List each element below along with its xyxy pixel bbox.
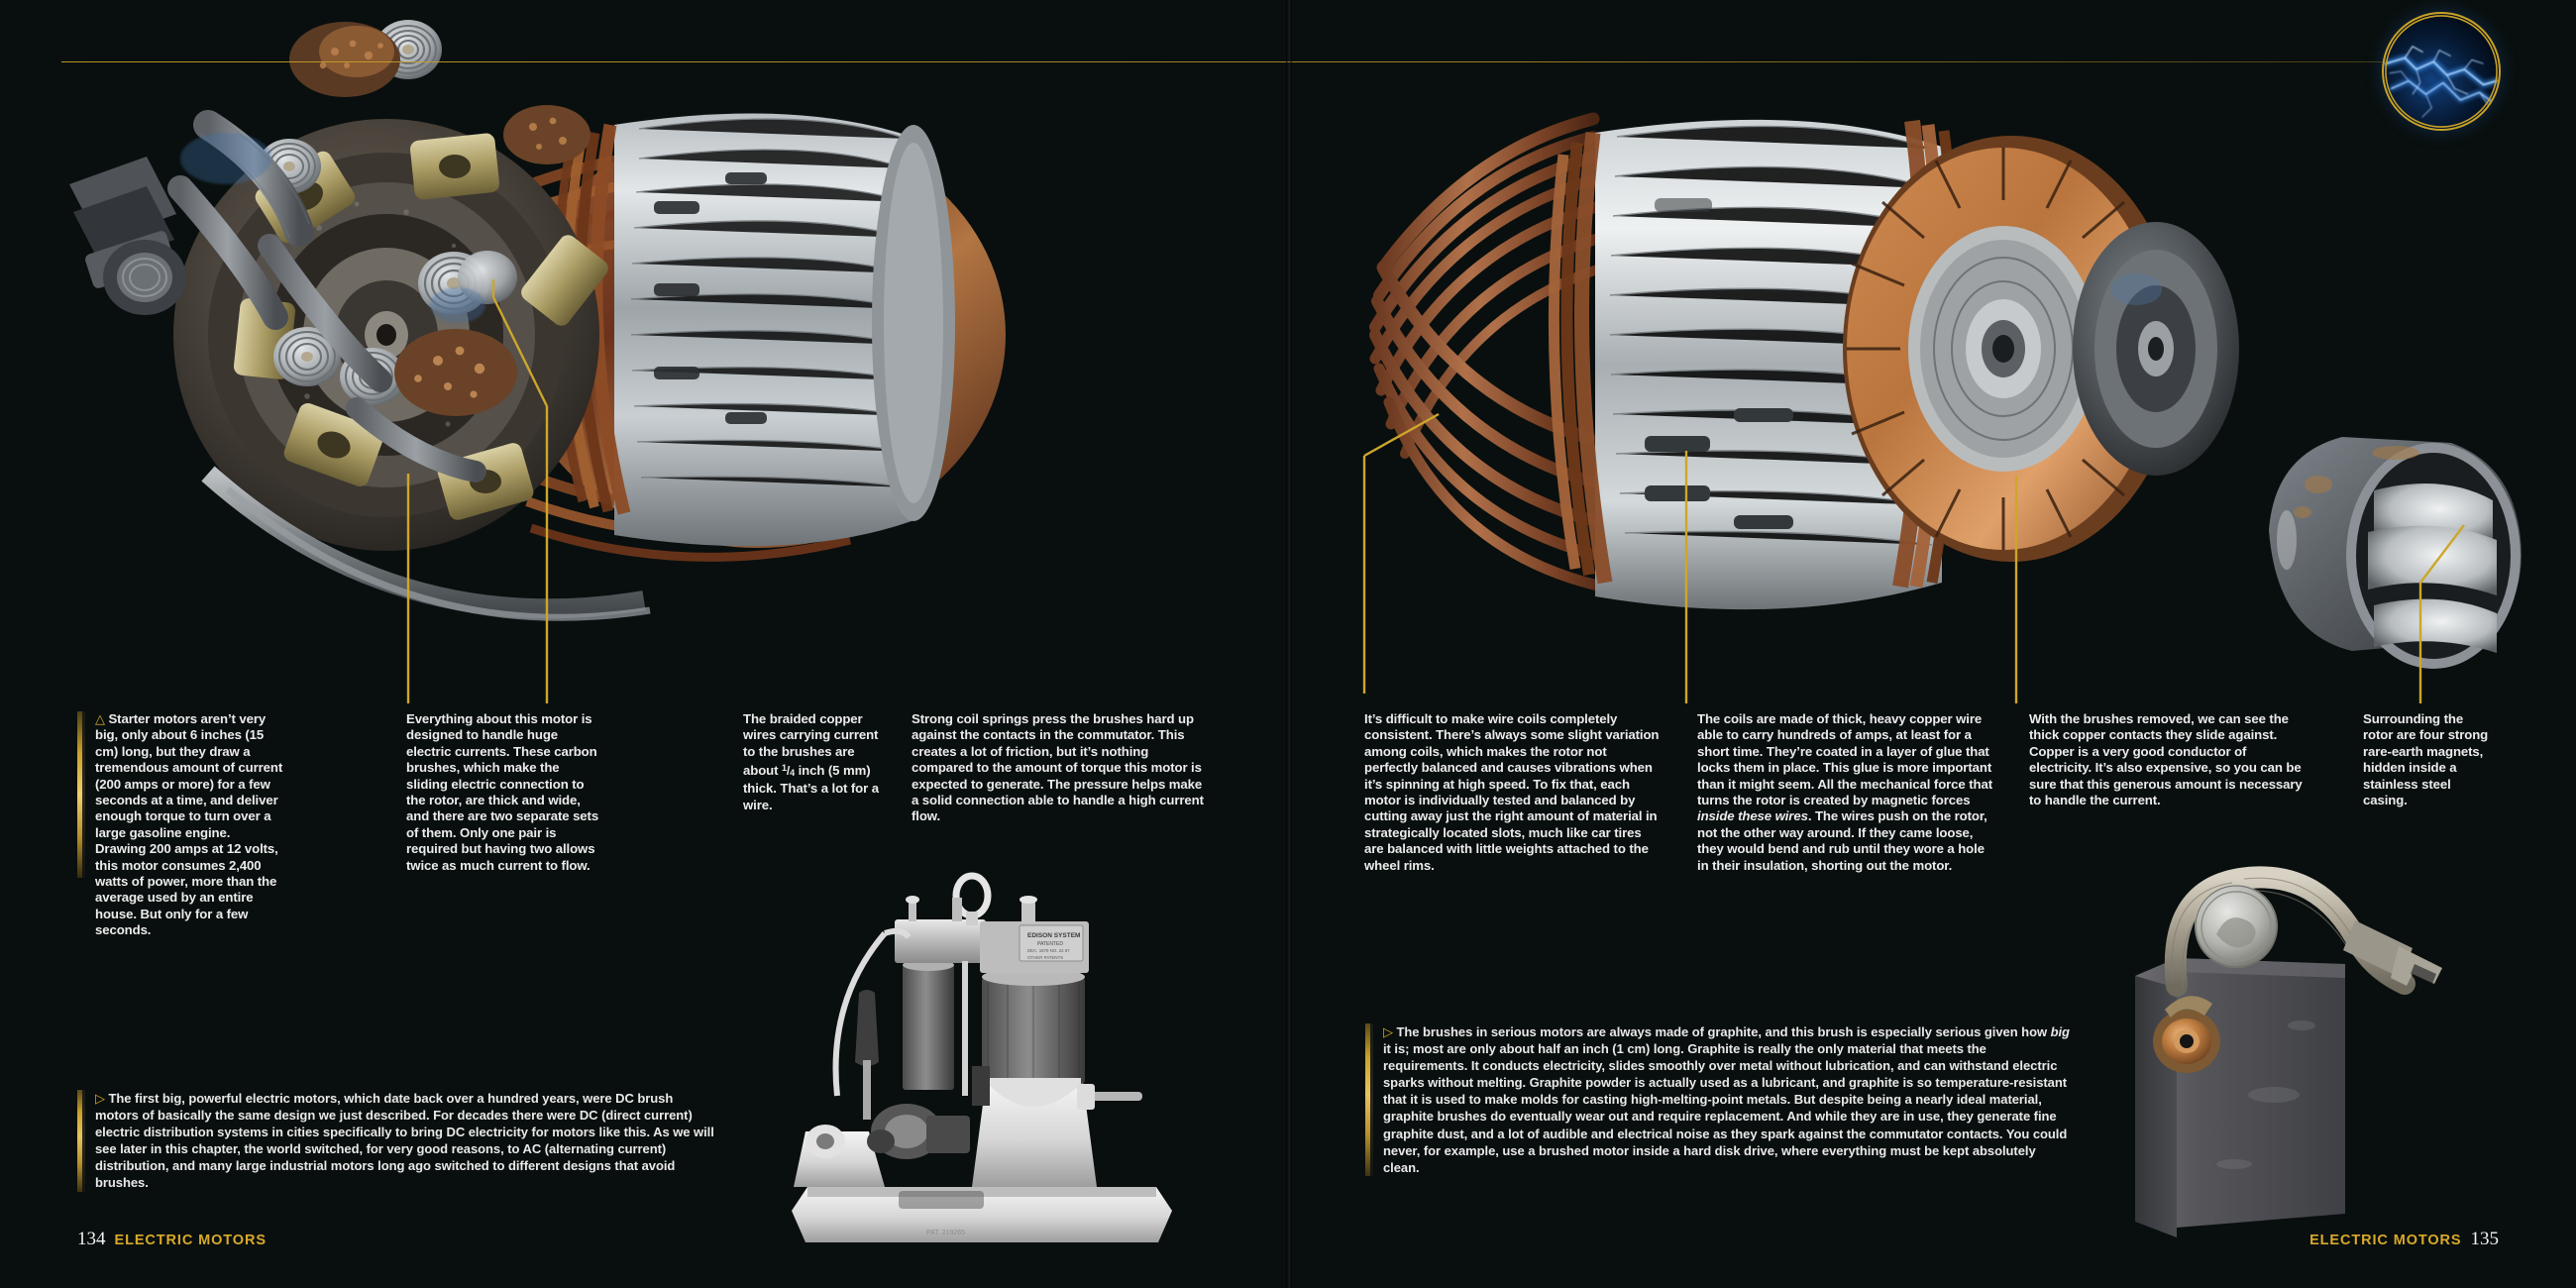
caption-starter-motor-size: △ Starter motors aren’t very big, only a… xyxy=(95,711,283,939)
fraction-denominator: 4 xyxy=(790,768,796,779)
magnet-ring-photo xyxy=(2257,421,2534,689)
caption-carbon-brushes: Everything about this motor is designed … xyxy=(406,711,599,873)
rotor-armature-photo xyxy=(1357,59,2249,654)
svg-text:PAT. 219265: PAT. 219265 xyxy=(926,1230,965,1236)
body-text-part1: The brushes in serious motors are always… xyxy=(1396,1024,2051,1039)
caption-coil-springs: Strong coil springs press the brushes ha… xyxy=(912,711,1204,824)
svg-text:OTHER PATENTS: OTHER PATENTS xyxy=(1027,955,1063,960)
caption-text-before: The braided copper wires carrying curren… xyxy=(743,711,879,778)
caption-copper-contacts: With the brushes removed, we can see the… xyxy=(2029,711,2303,808)
body-emphasis: big xyxy=(2050,1024,2070,1039)
caption-coil-consistency-balancing: It’s difficult to make wire coils comple… xyxy=(1364,711,1660,873)
gold-accent-rule xyxy=(77,1090,85,1192)
caption-rule-left xyxy=(77,711,85,878)
caption-text-after: inch (5 mm) thick. That’s a lot for a wi… xyxy=(743,762,879,812)
footer-right-page: ELECTRIC MOTORS 135 xyxy=(2309,1229,2499,1250)
svg-text:DEC. 1879 NO. 22 87: DEC. 1879 NO. 22 87 xyxy=(1027,948,1070,953)
edison-system-motor-photo: PAT. 219265 EDISON SYSTEM PA xyxy=(778,872,1194,1268)
caption-braided-copper-wires: The braided copper wires carrying curren… xyxy=(743,711,882,813)
body-text-part2: it is; most are only about half an inch … xyxy=(1383,1041,2068,1175)
starter-motor-cutaway-photo xyxy=(59,8,1229,692)
chapter-title-right: ELECTRIC MOTORS xyxy=(2309,1233,2462,1248)
graphite-brush-with-coin-photo xyxy=(2125,847,2462,1243)
caption-text-part2: . The wires push on the rotor, not the o… xyxy=(1697,808,1987,873)
caption-text-part1: The coils are made of thick, heavy coppe… xyxy=(1697,711,1992,808)
svg-text:EDISON SYSTEM: EDISON SYSTEM xyxy=(1027,932,1080,939)
caption-coil-glue: The coils are made of thick, heavy coppe… xyxy=(1697,711,1992,874)
chapter-title-left: ELECTRIC MOTORS xyxy=(114,1233,267,1248)
footer-left-page: 134 ELECTRIC MOTORS xyxy=(77,1229,267,1250)
page-number-right: 135 xyxy=(2470,1229,2500,1249)
page-number-left: 134 xyxy=(77,1229,106,1249)
caption-emphasis: inside these wires xyxy=(1697,808,1808,824)
body-text: The first big, powerful electric motors,… xyxy=(95,1091,714,1191)
triangle-up-marker: △ xyxy=(95,711,105,726)
electric-arc-badge xyxy=(2382,12,2501,131)
body-graphite-brushes: ▷ The brushes in serious motors are alwa… xyxy=(1365,1023,2073,1176)
caption-text: Starter motors aren’t very big, only abo… xyxy=(95,711,283,938)
gold-accent-rule xyxy=(1365,1023,1373,1176)
triangle-right-marker: ▷ xyxy=(1383,1024,1393,1039)
caption-rare-earth-magnets: Surrounding the rotor are four strong ra… xyxy=(2363,711,2489,808)
svg-text:PATENTED: PATENTED xyxy=(1037,941,1063,947)
fraction-numerator: 1 xyxy=(781,763,787,774)
body-dc-brush-motors-history: ▷ The first big, powerful electric motor… xyxy=(77,1090,719,1192)
triangle-right-marker: ▷ xyxy=(95,1091,105,1106)
fraction-one-quarter: 1/4 xyxy=(781,763,796,779)
top-gold-rule xyxy=(61,61,2499,62)
page-gutter xyxy=(1286,0,1292,1288)
